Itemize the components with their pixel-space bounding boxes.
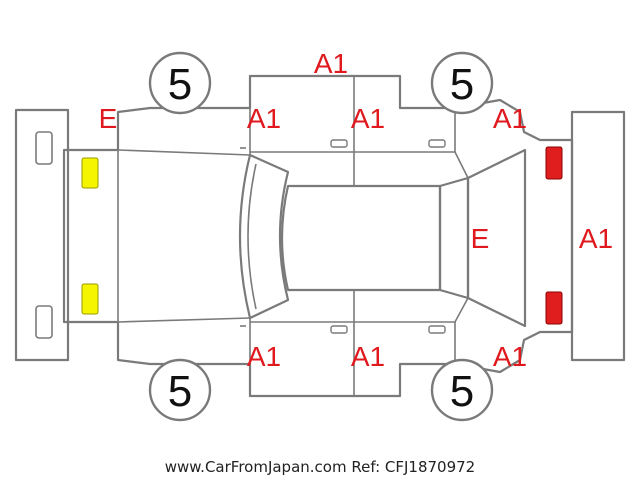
wheel-rear-left: 5 bbox=[430, 51, 494, 115]
mark-rear-door-right: A1 bbox=[351, 341, 385, 372]
mark-roof-top: A1 bbox=[314, 48, 348, 79]
door-handle-rear-left bbox=[428, 139, 446, 148]
wheel-rear-right-value: 5 bbox=[450, 367, 474, 416]
trunk bbox=[466, 148, 527, 328]
car-body-top-view bbox=[62, 74, 574, 398]
door-handle-rear-right bbox=[428, 325, 446, 334]
headlight-bottom-yellow-marker bbox=[81, 283, 99, 315]
headlight-top-yellow-marker bbox=[81, 157, 99, 189]
wheel-front-left: 5 bbox=[148, 51, 212, 115]
hood-edge-top bbox=[117, 149, 251, 156]
wheel-front-left-value: 5 bbox=[168, 60, 192, 109]
front-bumper-slot-top bbox=[35, 131, 53, 165]
mark-front-fender-left: E bbox=[99, 103, 118, 134]
mark-rear-bumper: A1 bbox=[579, 223, 613, 254]
front-bumper-slot-bottom bbox=[35, 305, 53, 339]
door-handle-front-left bbox=[330, 139, 348, 148]
wheel-front-right: 5 bbox=[148, 358, 212, 422]
door-handle-front-right bbox=[330, 325, 348, 334]
mark-rear-fender-right: A1 bbox=[493, 341, 527, 372]
mark-rear-door-left: A1 bbox=[351, 103, 385, 134]
mark-rear-glass: E bbox=[471, 223, 490, 254]
mark-rear-fender-left: A1 bbox=[493, 103, 527, 134]
footer-reference: www.CarFromJapan.com Ref: CFJ1870972 bbox=[164, 458, 476, 476]
mark-front-door-right: A1 bbox=[247, 341, 281, 372]
front-bumper bbox=[14, 108, 70, 362]
mark-front-door-left: A1 bbox=[247, 103, 281, 134]
wheel-rear-right: 5 bbox=[430, 358, 494, 422]
taillight-bottom-red-marker bbox=[545, 291, 563, 325]
door-sill-top bbox=[250, 151, 469, 179]
hood-edge-bottom bbox=[117, 317, 251, 323]
windshield bbox=[238, 153, 290, 320]
rear-glass-panel bbox=[438, 176, 470, 300]
windshield-inner bbox=[247, 163, 257, 310]
wheel-front-right-value: 5 bbox=[168, 367, 192, 416]
wheel-rear-left-value: 5 bbox=[450, 60, 474, 109]
roof bbox=[280, 184, 442, 292]
taillight-top-red-marker bbox=[545, 146, 563, 180]
